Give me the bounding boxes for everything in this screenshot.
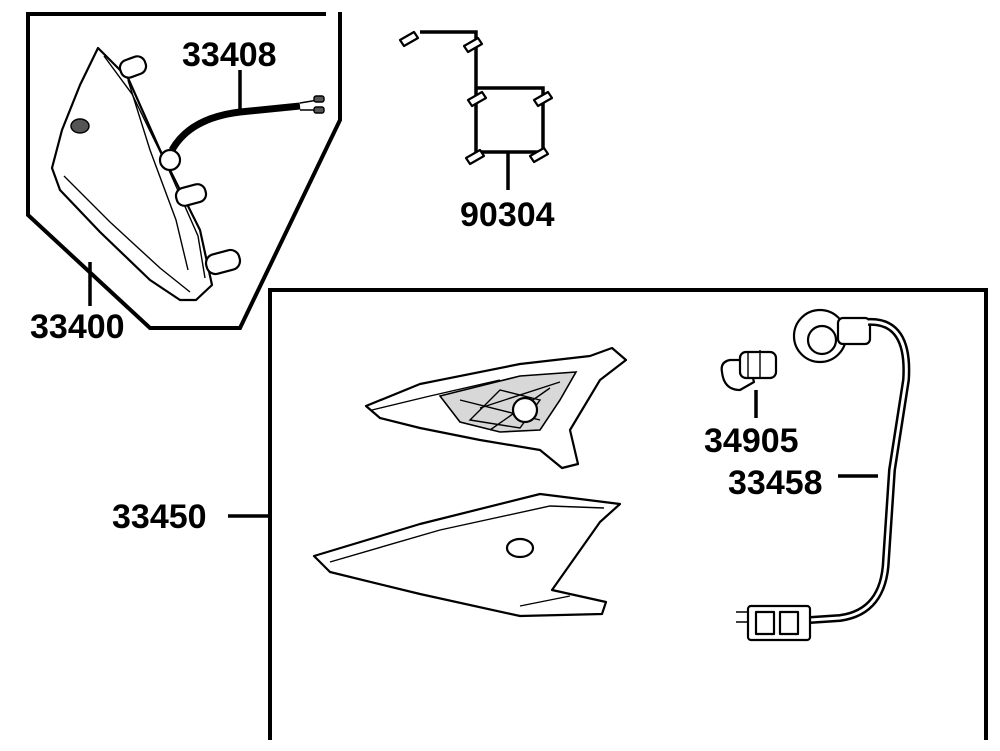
assembly-frame-33450: [268, 288, 988, 740]
mount-hole-icon: [505, 537, 535, 559]
lamp-housing: [364, 346, 628, 470]
lens: [312, 492, 622, 618]
screw-icon: [464, 148, 486, 166]
part-number-90304: 90304: [460, 196, 555, 234]
bulb-34905: [720, 350, 778, 392]
screw-icon: [528, 146, 550, 164]
screw-icon: [466, 90, 488, 108]
screw-icon: [462, 36, 484, 54]
mount-hole-icon: [70, 118, 90, 134]
assembly-frame-33400: [26, 12, 342, 330]
part-number-34905: 34905: [704, 422, 799, 460]
socket-harness-33458: [736, 308, 911, 642]
part-number-33458: 33458: [728, 464, 823, 502]
part-number-33400: 33400: [30, 308, 125, 346]
turn-signal-assembly-33400: [50, 46, 325, 302]
screw-set-90304: [398, 30, 554, 190]
part-number-33408: 33408: [182, 36, 277, 74]
part-number-33450: 33450: [112, 498, 207, 536]
screw-icon: [398, 30, 420, 48]
screw-icon: [532, 90, 554, 108]
